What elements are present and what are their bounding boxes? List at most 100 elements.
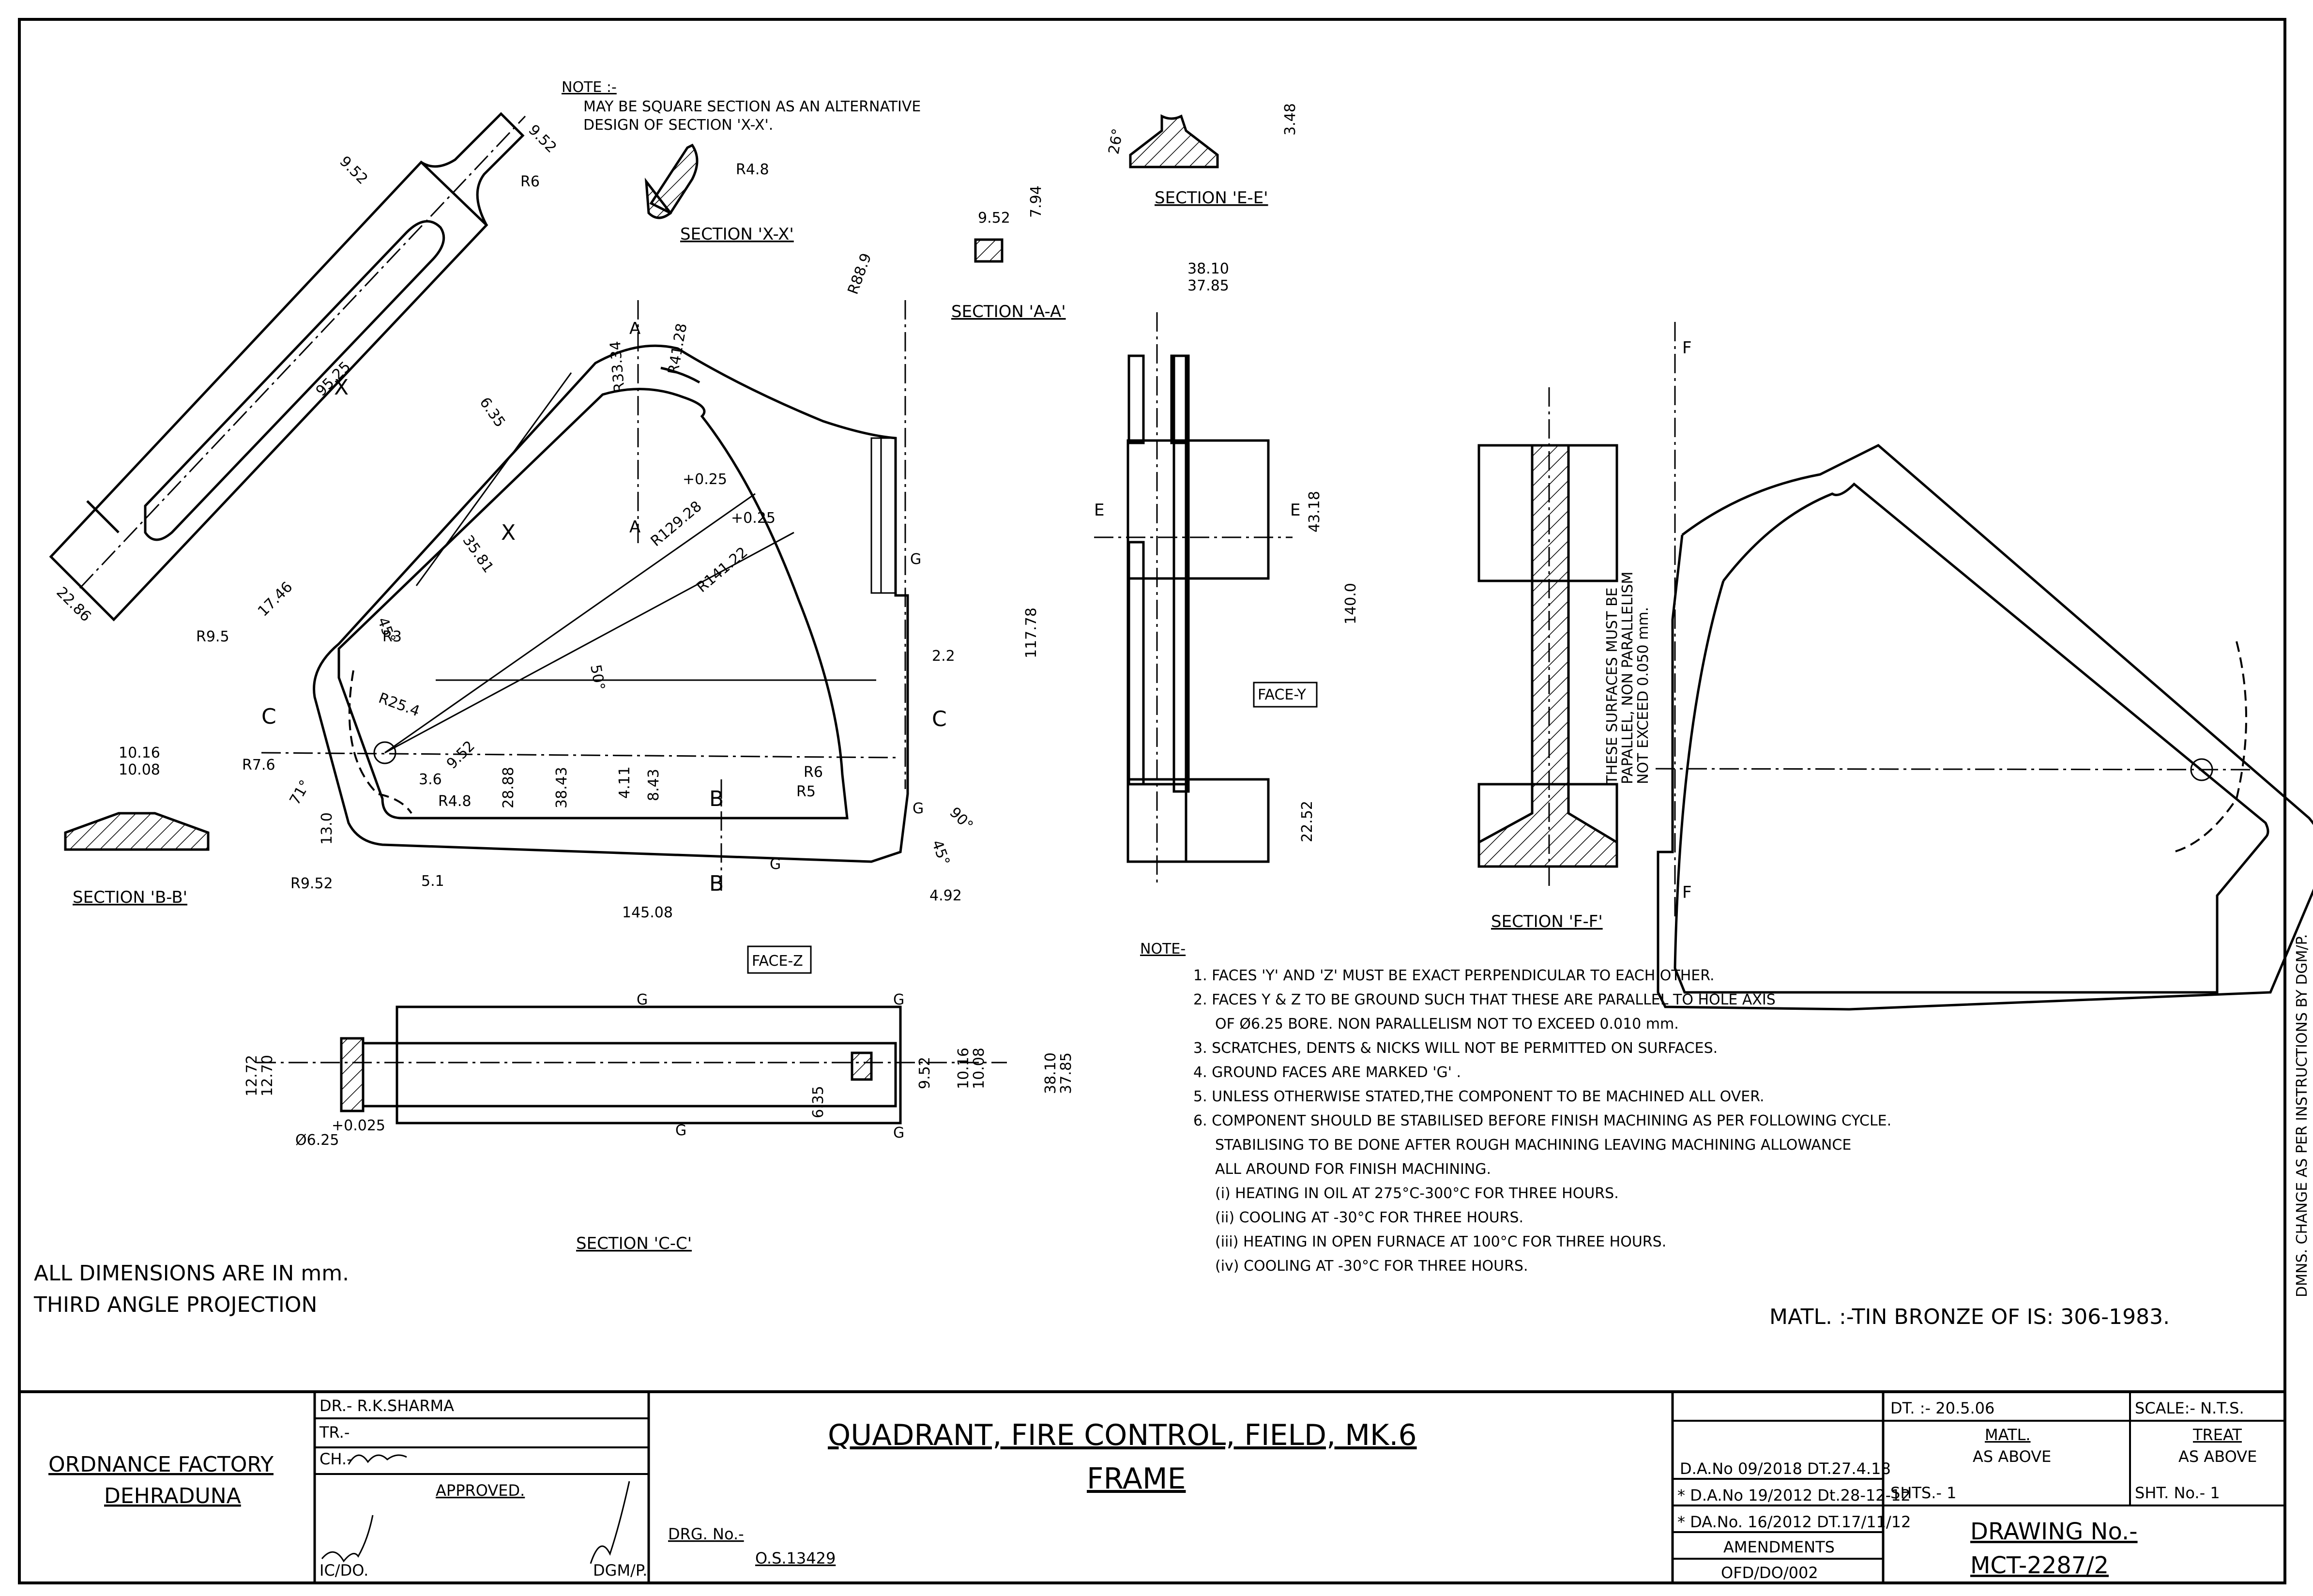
notes-heading: NOTE- xyxy=(1140,941,1186,958)
side-label-e-right: E xyxy=(1290,501,1300,520)
main-tol-1: +0.25 xyxy=(683,471,727,488)
main-952: 9.52 xyxy=(443,738,478,773)
general-note-dimensions: ALL DIMENSIONS ARE IN mm. xyxy=(34,1261,349,1286)
main-3581: 35.81 xyxy=(459,532,497,576)
top-note-line2: DESIGN OF SECTION 'X-X'. xyxy=(583,117,773,134)
date: DT. :- 20.5.06 xyxy=(1890,1399,1994,1417)
drawing-subtitle: FRAME xyxy=(1087,1462,1186,1496)
main-22: 2.2 xyxy=(932,648,955,665)
main-r952: R9.52 xyxy=(290,875,333,892)
side-label-e-left: E xyxy=(1094,501,1104,520)
manufacturing-notes: NOTE- 1. FACES 'Y' AND 'Z' MUST BE EXACT… xyxy=(1140,941,1891,1275)
traced-by: TR.- xyxy=(319,1423,350,1442)
section-aa-height: 7.94 xyxy=(1028,185,1045,218)
section-cc-g3: G xyxy=(675,1122,686,1139)
form-number: OFD/DO/002 xyxy=(1721,1564,1818,1582)
main-label-c-left: C xyxy=(261,704,276,729)
scale: SCALE:- N.T.S. xyxy=(2135,1399,2244,1417)
main-r5: R5 xyxy=(796,783,816,800)
side-note: DMNS. CHANGE AS PER INSTRUCTIONS BY DGM/… xyxy=(2294,934,2311,1297)
main-r4128: R41.28 xyxy=(665,322,690,376)
main-g-right2: G xyxy=(913,800,924,817)
main-r889: R88.9 xyxy=(845,251,875,296)
main-3843: 38.43 xyxy=(553,767,570,808)
section-xx-radius: R4.8 xyxy=(736,161,769,178)
note-2: 2. FACES Y & Z TO BE GROUND SUCH THAT TH… xyxy=(1193,991,1776,1008)
main-r48: R4.8 xyxy=(438,793,472,810)
section-cc-g1: G xyxy=(637,991,648,1008)
main-411: 4.11 xyxy=(616,766,633,799)
main-label-a-bottom: A xyxy=(629,517,640,537)
sheets-count: SHTS.- 1 xyxy=(1890,1484,1956,1502)
main-r3334: R33.34 xyxy=(607,340,628,393)
factory-name-line2: DEHRADUNA xyxy=(104,1484,241,1508)
dgm-signature xyxy=(590,1481,630,1564)
note-6c: ALL AROUND FOR FINISH MACHINING. xyxy=(1215,1161,1491,1178)
main-tol-2: +0.25 xyxy=(731,510,776,527)
section-ff-note1: THESE SURFACES MUST BE xyxy=(1604,588,1621,785)
side-w-upper: 38.10 xyxy=(1187,260,1229,277)
main-label-b-bottom: B xyxy=(709,871,724,896)
main-r12928: R129.28 xyxy=(648,498,705,550)
approved-label: APPROVED. xyxy=(436,1481,525,1500)
main-51: 5.1 xyxy=(421,873,444,890)
note-6ii: (ii) COOLING AT -30°C FOR THREE HOURS. xyxy=(1215,1209,1523,1226)
main-36: 3.6 xyxy=(419,771,442,788)
main-1746: 17.46 xyxy=(255,578,296,620)
main-11778: 117.78 xyxy=(1023,608,1040,658)
face-z-box xyxy=(747,945,812,974)
arm-dim-2286: 22.86 xyxy=(53,584,94,625)
treatment-label: TREAT xyxy=(2192,1426,2242,1444)
drawing-number: MCT-2287/2 xyxy=(1970,1552,2109,1579)
main-635: 6.35 xyxy=(476,395,508,431)
side-h2: 22.52 xyxy=(1299,801,1316,842)
factory-name-line1: ORDNANCE FACTORY xyxy=(48,1452,274,1477)
material-note: MATL. :-TIN BRONZE OF IS: 306-1983. xyxy=(1769,1305,2170,1329)
amendment-3: * DA.No. 16/2012 DT.17/11/12 xyxy=(1677,1513,1911,1531)
dgm-p-label: DGM/P. xyxy=(593,1561,647,1580)
main-label-c-right: C xyxy=(932,707,947,731)
section-cc-d1: 6.35 xyxy=(810,1086,827,1118)
arm-dim-952-slot: 9.52 xyxy=(336,153,371,188)
drg-no-label: DRG. No.- xyxy=(668,1525,744,1543)
main-r3: R3 xyxy=(382,628,402,645)
section-cc-d4-lower: 37.85 xyxy=(1058,1052,1075,1094)
main-50: 50° xyxy=(587,663,608,691)
note-2b: OF Ø6.25 BORE. NON PARALLELISM NOT TO EX… xyxy=(1215,1016,1679,1033)
drg-no-value: O.S.13429 xyxy=(755,1549,836,1567)
section-cc-w-lower: 12.70 xyxy=(259,1055,276,1096)
section-cc-d3-upper: 10.16 xyxy=(955,1048,972,1089)
note-6iii: (iii) HEATING IN OPEN FURNACE AT 100°C F… xyxy=(1215,1233,1666,1250)
drawing-number-label: DRAWING No.- xyxy=(1970,1518,2138,1545)
sheet-border xyxy=(18,18,2286,1584)
main-g-right: G xyxy=(910,551,921,568)
section-xx-title: SECTION 'X-X' xyxy=(680,225,794,244)
right-label-f-bottom: F xyxy=(1682,883,1692,902)
note-6iv: (iv) COOLING AT -30°C FOR THREE HOURS. xyxy=(1215,1258,1528,1275)
ic-do-label: IC/DO. xyxy=(320,1561,368,1580)
section-cc-w-upper: 12.72 xyxy=(243,1055,260,1096)
main-90: 90° xyxy=(946,804,976,834)
right-view: F F xyxy=(1655,322,2313,1011)
main-frame-view: R88.9 A A R33.34 R41.28 95.25 X X 6.35 3… xyxy=(196,251,1040,974)
section-cc-d2: 9.52 xyxy=(916,1057,933,1089)
section-cc-g4: G xyxy=(893,1125,904,1141)
right-label-f-top: F xyxy=(1682,338,1692,358)
main-71: 71° xyxy=(287,777,314,808)
section-ee-angle: 26° xyxy=(1105,127,1126,155)
main-label-x2: X xyxy=(501,520,516,545)
section-bb: 10.16 10.08 SECTION 'B-B' xyxy=(64,745,210,907)
main-492: 4.92 xyxy=(929,887,962,904)
face-y-box xyxy=(1253,682,1318,708)
main-r14122: R141.22 xyxy=(694,544,751,596)
note-6: 6. COMPONENT SHOULD BE STABILISED BEFORE… xyxy=(1193,1112,1891,1129)
main-label-b-top: B xyxy=(709,787,724,811)
top-note: NOTE :- MAY BE SQUARE SECTION AS AN ALTE… xyxy=(562,79,921,134)
note-3: 3. SCRATCHES, DENTS & NICKS WILL NOT BE … xyxy=(1193,1040,1718,1057)
section-cc-d3-lower: 10.08 xyxy=(971,1048,988,1089)
main-2888: 28.88 xyxy=(500,767,517,808)
arm-dim-952-top: 9.52 xyxy=(525,122,560,156)
amendments-label: AMENDMENTS xyxy=(1723,1538,1835,1556)
material-value: AS ABOVE xyxy=(1973,1447,2051,1466)
